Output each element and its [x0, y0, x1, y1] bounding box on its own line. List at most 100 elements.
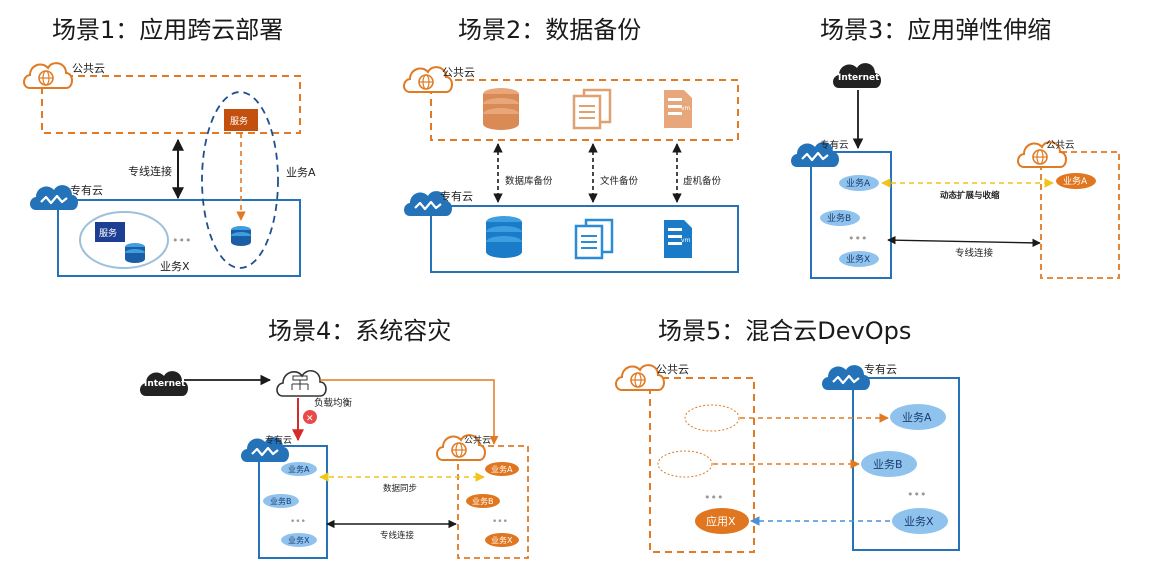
private-cloud-box — [57, 199, 301, 277]
scene-2-title: 场景2：数据备份 — [458, 16, 641, 44]
service-label-public: 服务 — [230, 115, 248, 127]
business-a-node — [281, 462, 317, 476]
public-cloud-icon — [23, 62, 73, 89]
business-a-label: 业务A — [902, 411, 932, 424]
vm-tag: vm — [681, 237, 691, 244]
business-b-node — [820, 210, 860, 226]
public-cloud-label: 公共云 — [464, 435, 491, 446]
dots: ••• — [172, 234, 191, 247]
lb-to-public-arrow — [320, 379, 499, 445]
business-b-label: 业务B — [873, 458, 903, 471]
scene-4-title: 场景4：系统容灾 — [268, 317, 451, 345]
public-business-b-node — [466, 494, 500, 508]
public-placeholder-a — [684, 404, 740, 432]
business-x-node — [892, 508, 948, 534]
public-business-x-node — [485, 533, 519, 547]
business-a-label: 业务A — [288, 464, 310, 474]
dedicated-line-arrow — [887, 235, 1041, 248]
scene-2: 场景2：数据备份 公共云 vm 专有云 vm 数据库备份 文件备份 虚机备份 — [402, 16, 739, 273]
business-x-label: 业务X — [846, 253, 870, 265]
database-icon — [125, 243, 145, 263]
private-cloud-label: 专有云 — [864, 362, 897, 376]
file-backup-label: 文件备份 — [600, 175, 639, 187]
app-x-node — [695, 508, 749, 534]
internet-label: Internet — [838, 73, 880, 83]
business-b-label: 业务B — [270, 496, 292, 506]
private-cloud-label: 专有云 — [440, 189, 473, 203]
public-business-a-node — [485, 462, 519, 476]
dots: ••• — [704, 491, 723, 504]
database-icon — [231, 226, 251, 246]
business-a-group — [201, 91, 279, 269]
private-cloud-label: 专有云 — [820, 139, 849, 151]
scene-4: 场景4：系统容灾 Internet 负载均衡 ✕ 专有云 业务A 业务B •••… — [140, 317, 529, 559]
business-x-node — [281, 533, 317, 547]
business-b-label: 业务B — [827, 212, 851, 224]
scene-1: 场景1：应用跨云部署 公共云 专有云 专线连接 服务 业务A 服务 ••• 业务… — [23, 16, 316, 277]
dots: ••• — [907, 488, 926, 501]
fail-mark: ✕ — [306, 414, 314, 424]
scene-5-title: 场景5：混合云DevOps — [658, 317, 911, 345]
dots: ••• — [290, 517, 306, 527]
elastic-label: 动态扩展与收缩 — [940, 190, 1000, 201]
business-a-label: 业务A — [846, 177, 871, 189]
business-b-node — [861, 451, 917, 477]
private-cloud-box — [430, 205, 739, 273]
business-a-label: 业务A — [286, 166, 316, 179]
dots: ••• — [492, 517, 508, 527]
scene-3-title: 场景3：应用弹性伸缩 — [820, 16, 1051, 44]
scene-5: 场景5：混合云DevOps 公共云 ••• 应用X 专有云 业务A 业务B ••… — [615, 317, 960, 553]
private-cloud-label: 专有云 — [70, 183, 103, 197]
public-business-a-node — [1056, 173, 1096, 189]
public-business-a-label: 业务A — [491, 464, 513, 474]
scene-3: 场景3：应用弹性伸缩 Internet 专有云 业务A 业务B ••• 业务X … — [789, 16, 1120, 279]
business-x-label: 业务X — [904, 515, 934, 528]
private-cloud-box — [810, 151, 892, 279]
service-label-private: 服务 — [99, 227, 117, 239]
public-business-a-label: 业务A — [1063, 175, 1088, 187]
load-balance-label: 负载均衡 — [314, 397, 353, 409]
scene-1-title: 场景1：应用跨云部署 — [52, 16, 283, 44]
private-cloud-box — [258, 445, 328, 559]
public-cloud-box — [1040, 151, 1120, 279]
public-cloud-label: 公共云 — [1046, 140, 1075, 151]
vm-backup-label: 虚机备份 — [683, 175, 722, 187]
load-balancer-icon — [276, 369, 327, 397]
public-cloud-box — [41, 75, 301, 134]
public-cloud-label: 公共云 — [656, 363, 689, 376]
fail-icon — [303, 410, 317, 424]
business-b-node — [263, 494, 299, 508]
internet-label: Internet — [144, 379, 186, 389]
data-sync-label: 数据同步 — [383, 483, 417, 494]
dedicated-line-label: 专线连接 — [955, 247, 994, 259]
dedicated-line-label: 专线连接 — [380, 530, 415, 541]
service-box-public — [224, 109, 258, 131]
public-cloud-box — [649, 377, 755, 553]
business-x-node — [839, 251, 879, 267]
public-cloud-label: 公共云 — [72, 62, 105, 75]
file-icon — [572, 88, 612, 130]
public-cloud-box — [430, 79, 739, 141]
app-x-label: 应用X — [706, 514, 736, 528]
business-x-label: 业务X — [288, 535, 310, 545]
dots: ••• — [848, 232, 867, 245]
db-backup-label: 数据库备份 — [505, 175, 553, 187]
file-icon — [574, 218, 614, 260]
public-business-x-label: 业务X — [491, 535, 513, 545]
business-a-node — [890, 404, 946, 430]
database-icon — [486, 216, 522, 258]
vm-tag: vm — [681, 105, 691, 112]
service-box-private — [95, 222, 125, 242]
business-x-group — [79, 211, 169, 269]
business-x-label: 业务X — [160, 260, 190, 273]
public-business-b-label: 业务B — [472, 496, 494, 506]
business-a-node — [839, 175, 879, 191]
private-cloud-icon — [820, 364, 872, 392]
database-icon — [483, 88, 519, 130]
private-cloud-label: 专有云 — [265, 434, 292, 446]
dedicated-line-label: 专线连接 — [128, 164, 172, 178]
public-cloud-label: 公共云 — [442, 66, 475, 79]
public-placeholder-b — [657, 450, 713, 478]
public-cloud-box — [457, 445, 529, 559]
